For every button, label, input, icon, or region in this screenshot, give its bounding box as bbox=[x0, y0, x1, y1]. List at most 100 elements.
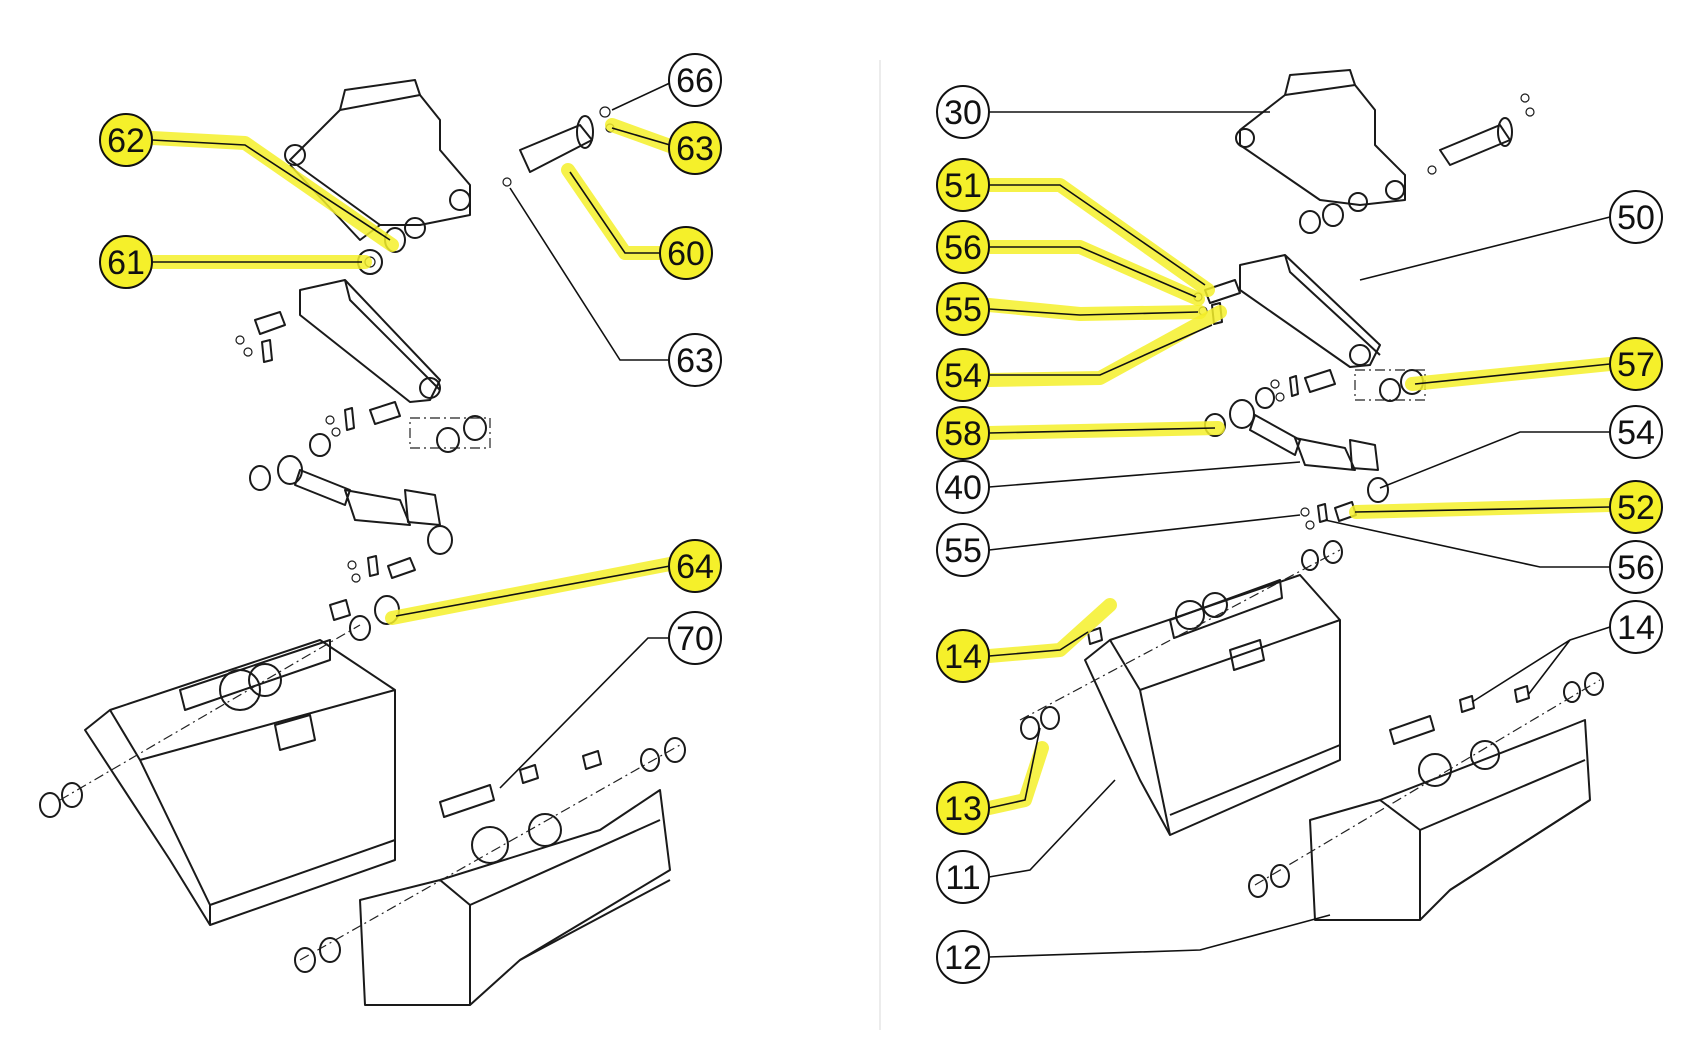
leader-line-right-13 bbox=[988, 727, 1041, 809]
bushings-57 bbox=[1270, 369, 1426, 402]
callout-left-70: 70 bbox=[668, 611, 722, 665]
leader-line-right-14 bbox=[988, 631, 1089, 657]
callout-circle bbox=[1609, 190, 1663, 244]
callout-number: 66 bbox=[676, 62, 714, 100]
leader-line-right-56 bbox=[1324, 519, 1610, 568]
callout-number: 14 bbox=[944, 638, 982, 676]
callout-circle bbox=[659, 226, 713, 280]
callout-right-50: 50 bbox=[1609, 190, 1663, 244]
callout-left-66: 66 bbox=[668, 53, 722, 107]
callout-number: 56 bbox=[1617, 549, 1655, 587]
highlight-right-14 bbox=[982, 598, 1117, 663]
leader-line-right-57 bbox=[1414, 363, 1611, 385]
callout-circle bbox=[668, 333, 722, 387]
leader-line-right-14 bbox=[1471, 626, 1611, 703]
leader-line-right-12 bbox=[988, 914, 1331, 958]
callout-number: 13 bbox=[944, 790, 982, 828]
leader-line-right-55 bbox=[988, 308, 1199, 316]
bucket-11 bbox=[1019, 540, 1343, 836]
leader-line-left-60 bbox=[569, 171, 660, 254]
callout-right-58: 58 bbox=[936, 406, 990, 460]
callout-left-60: 60 bbox=[659, 226, 713, 280]
callout-right-54: 54 bbox=[1609, 405, 1663, 459]
callout-circle bbox=[936, 930, 990, 984]
pin-60 bbox=[502, 106, 615, 187]
callout-number: 51 bbox=[944, 167, 982, 205]
callout-right-55: 55 bbox=[936, 282, 990, 336]
callout-right-51: 51 bbox=[936, 158, 990, 212]
bushings-mid bbox=[325, 401, 491, 453]
callout-circle bbox=[99, 113, 153, 167]
leader-line-right-56 bbox=[989, 246, 1197, 298]
left-panel-drawing bbox=[39, 79, 686, 1006]
leader-lines bbox=[151, 81, 1611, 958]
callout-number: 57 bbox=[1617, 346, 1655, 384]
callout-right-11: 11 bbox=[936, 850, 990, 904]
callout-circle bbox=[936, 282, 990, 336]
callout-circle bbox=[936, 850, 990, 904]
callout-right-55: 55 bbox=[936, 523, 990, 577]
highlight-right-54 bbox=[982, 305, 1227, 387]
callout-left-62: 62 bbox=[99, 113, 153, 167]
callout-circle bbox=[1609, 540, 1663, 594]
mounting-bracket bbox=[284, 79, 471, 241]
leader-line-right-58 bbox=[988, 427, 1216, 434]
callout-number: 55 bbox=[944, 532, 982, 570]
callout-number: 62 bbox=[107, 122, 145, 160]
callout-left-61: 61 bbox=[99, 235, 153, 289]
callout-right-30: 30 bbox=[936, 85, 990, 139]
callout-circle bbox=[936, 220, 990, 274]
leader-line-left-63 bbox=[509, 187, 670, 361]
callout-circle bbox=[1609, 337, 1663, 391]
callout-circle bbox=[99, 235, 153, 289]
leader-line-left-66 bbox=[611, 81, 673, 111]
highlight-right-51 bbox=[982, 178, 1215, 297]
callout-right-13: 13 bbox=[936, 781, 990, 835]
callout-circle bbox=[936, 406, 990, 460]
callout-circle bbox=[668, 539, 722, 593]
callout-right-52: 52 bbox=[1609, 480, 1663, 534]
callout-number: 70 bbox=[676, 620, 714, 658]
callout-circle bbox=[936, 460, 990, 514]
callout-circle bbox=[668, 53, 722, 107]
callout-circle bbox=[936, 629, 990, 683]
highlight-left-60 bbox=[561, 163, 667, 260]
callout-right-56: 56 bbox=[936, 220, 990, 274]
callout-circle bbox=[936, 348, 990, 402]
callout-circle bbox=[668, 611, 722, 665]
callout-number: 11 bbox=[945, 859, 980, 897]
callout-number: 54 bbox=[1617, 414, 1655, 452]
callout-number: 12 bbox=[944, 939, 982, 977]
callout-number: 56 bbox=[944, 229, 982, 267]
callout-number: 40 bbox=[944, 469, 982, 507]
callout-circle bbox=[1609, 405, 1663, 459]
leader-line-left-64 bbox=[395, 565, 671, 617]
leader-line-right-55 bbox=[988, 514, 1301, 551]
tilt-cylinder bbox=[249, 433, 453, 555]
callout-right-12: 12 bbox=[936, 930, 990, 984]
leader-line-right-40 bbox=[988, 461, 1301, 488]
callout-right-14: 14 bbox=[936, 629, 990, 683]
right-panel-drawing bbox=[1019, 69, 1604, 921]
callout-right-14: 14 bbox=[1609, 600, 1663, 654]
callout-number: 55 bbox=[944, 291, 982, 329]
callout-number: 52 bbox=[1617, 489, 1655, 527]
top-bracket-30 bbox=[1235, 69, 1535, 234]
callout-number: 63 bbox=[676, 130, 714, 168]
callout-number: 61 bbox=[107, 244, 145, 282]
callout-number: 30 bbox=[944, 94, 982, 132]
leader-line-right-50 bbox=[1359, 216, 1611, 281]
callout-circle bbox=[668, 121, 722, 175]
highlight-left-62 bbox=[145, 131, 399, 252]
callout-circle bbox=[936, 523, 990, 577]
arm-link bbox=[235, 279, 441, 403]
callout-right-56: 56 bbox=[1609, 540, 1663, 594]
callout-number: 14 bbox=[1617, 609, 1655, 647]
leader-line-right-51 bbox=[989, 184, 1206, 286]
callout-circle bbox=[936, 85, 990, 139]
callout-number: 60 bbox=[667, 235, 705, 273]
leader-line-right-54 bbox=[1379, 431, 1610, 489]
callout-number: 63 bbox=[676, 342, 714, 380]
callout-circle bbox=[1609, 600, 1663, 654]
